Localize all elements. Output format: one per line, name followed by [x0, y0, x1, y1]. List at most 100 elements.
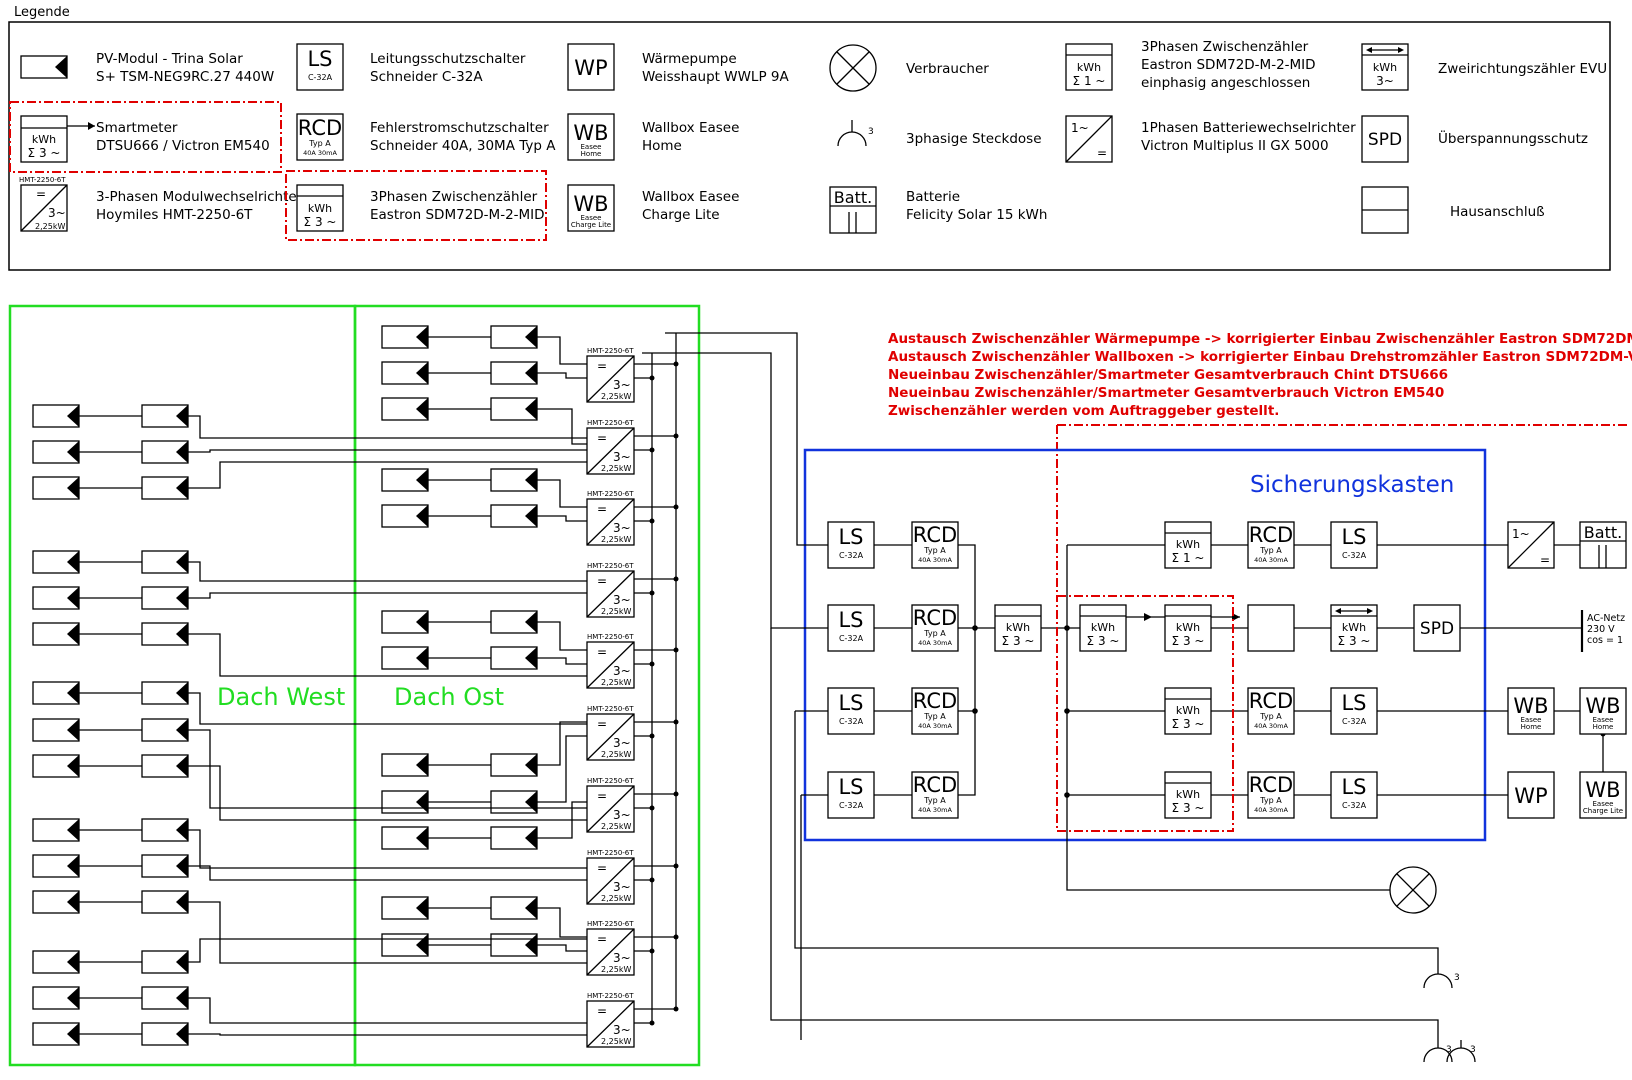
ls-text: LS — [838, 775, 863, 799]
dc-wire — [537, 372, 587, 379]
pv-module-icon — [490, 325, 538, 349]
wb-sub: Easee — [1593, 716, 1614, 724]
pv-module-icon — [141, 854, 189, 878]
legend-wbhome-l2: Home — [642, 138, 682, 154]
legend-smartmeter-l1: Smartmeter — [96, 120, 178, 136]
inverter-diagonal — [586, 785, 635, 833]
legend-pv-l1: PV-Modul - Trina Solar — [96, 51, 243, 67]
red-dash-frame — [9, 101, 282, 173]
inverter-diagonal — [586, 641, 635, 689]
kwh-label: kWh — [1176, 788, 1200, 801]
pv-module-icon — [32, 854, 80, 878]
dc-wire — [537, 735, 587, 803]
dc-wire — [188, 592, 587, 599]
red-dash-frame — [1056, 595, 1234, 832]
socket-n: 3 — [1454, 973, 1460, 983]
rcd-box — [1247, 687, 1295, 735]
pv-module-icon — [381, 397, 429, 421]
legend-smartmeter-l2: DTSU666 / Victron EM540 — [96, 138, 270, 154]
legend-meter3-l2: Eastron SDM72D-M-2-MID — [370, 207, 545, 223]
rcd-rating: 40A 30mA — [1254, 556, 1288, 564]
legend-ls-l1: Leitungsschutzschalter — [370, 51, 526, 67]
inv-dc: = — [36, 187, 46, 201]
dc-wire — [188, 692, 587, 725]
pv-module-icon — [490, 610, 538, 634]
rcd-type: Typ A — [1259, 546, 1282, 555]
inverter-dc: = — [597, 1004, 607, 1018]
house-connection — [1247, 604, 1295, 652]
wb-sub: Easee — [1593, 800, 1614, 808]
pv-module-icon — [32, 754, 80, 778]
pv-module-icon — [381, 504, 429, 528]
rcd-rating: 40A 30mA — [1254, 806, 1288, 814]
wb-text: WB — [573, 121, 608, 145]
pv-module-icon — [490, 790, 538, 814]
inverter-label: HMT-2250-6T — [587, 849, 634, 857]
pv-module-icon — [141, 986, 189, 1010]
binv-dc: = — [1540, 553, 1550, 567]
inv-power: 2,25kW — [35, 222, 65, 231]
legend-wp-l2: Weisshaupt WWLP 9A — [642, 69, 789, 85]
ls-box — [827, 604, 875, 652]
legend-meter3-l1: 3Phasen Zwischenzähler — [370, 189, 538, 205]
inverter-label: HMT-2250-6T — [587, 633, 634, 641]
legend-bidir-l1: Zweirichtungszähler EVU — [1438, 61, 1607, 77]
ls-text: LS — [838, 608, 863, 632]
sum-label: Σ 1 ~ — [1172, 551, 1205, 565]
fuse-box-title: Sicherungskasten — [1250, 472, 1454, 498]
pv-module-icon — [490, 504, 538, 528]
wallbox-home-icon — [567, 113, 615, 161]
meter1-icon — [1065, 43, 1113, 91]
inverter-dc: = — [597, 789, 607, 803]
battery-meter — [1164, 521, 1212, 569]
dc-wire — [188, 901, 587, 964]
pv-module-icon — [490, 646, 538, 670]
pv-module-icon — [32, 681, 80, 705]
wallbox-home — [1579, 687, 1627, 735]
pv-module-icon — [381, 610, 429, 634]
rcd-rating: 40A 30mA — [1254, 722, 1288, 730]
wb-text: WB — [1513, 694, 1548, 718]
binv-ac: 1~ — [1512, 527, 1530, 541]
pv-module-icon — [490, 896, 538, 920]
dc-wire — [537, 721, 587, 766]
pv-module-icon — [32, 818, 80, 842]
ls-box — [827, 687, 875, 735]
inverter-ac: 3~ — [613, 1023, 631, 1037]
inverter-diagonal — [586, 355, 635, 403]
pv-module-icon — [141, 890, 189, 914]
inv-ac: 3~ — [48, 206, 66, 220]
ls-text: LS — [1341, 775, 1366, 799]
kwh-label: kWh — [32, 133, 56, 146]
pv-module-icon — [490, 361, 538, 385]
batt-text: Batt. — [1584, 523, 1622, 542]
rcd-text: RCD — [1249, 773, 1293, 797]
wallbox-meter — [1164, 687, 1212, 735]
rcd-icon — [296, 113, 344, 161]
spd-text: SPD — [1420, 619, 1454, 639]
note-2: Austausch Zwischenzähler Wallboxen -> ko… — [888, 349, 1632, 365]
pv-module-icon — [490, 753, 538, 777]
dc-wire — [537, 621, 587, 651]
wb-text: WB — [1585, 778, 1620, 802]
wb-lite: Charge Lite — [1583, 807, 1623, 815]
kwh-label: kWh — [1077, 61, 1101, 74]
legend-battery-l1: Batterie — [906, 189, 960, 205]
dc-wire — [188, 997, 587, 1024]
wb-home: Home — [1521, 723, 1542, 731]
legend-binv-l2: Victron Multiplus II GX 5000 — [1141, 138, 1329, 154]
inverter-label: HMT-2250-6T — [587, 490, 634, 498]
pv-module-icon — [141, 681, 189, 705]
wb-home: Home — [581, 150, 602, 158]
rcd-type: Typ A — [1259, 712, 1282, 721]
rcd-type: Typ A — [923, 796, 946, 805]
wallbox-lite — [1579, 771, 1627, 819]
inverter-diagonal — [586, 570, 635, 618]
inverter-dc: = — [597, 502, 607, 516]
wb-text: WB — [573, 192, 608, 216]
rcd-rating: 40A 30mA — [918, 806, 952, 814]
inverter-diagonal — [586, 857, 635, 905]
pv-module-icon — [32, 718, 80, 742]
kwh-label: kWh — [308, 202, 332, 215]
binv-ac: 1~ — [1071, 121, 1089, 135]
